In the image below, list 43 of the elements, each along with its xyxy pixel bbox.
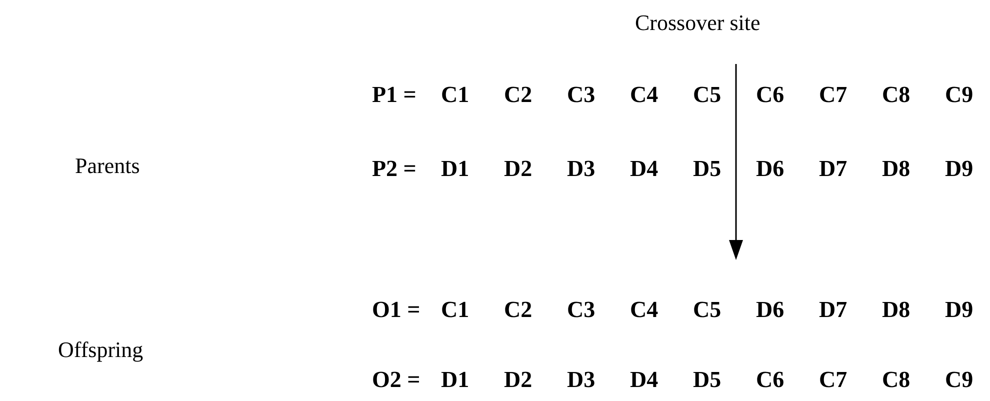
gene-label: C2: [504, 298, 532, 321]
gene-label: D2: [504, 157, 532, 180]
gene-label: D2: [504, 368, 532, 391]
gene-label: D9: [945, 298, 974, 321]
gene-label: D4: [630, 157, 658, 180]
gene-label: C8: [882, 368, 910, 391]
gene-label: D7: [819, 157, 848, 180]
gene-label: D5: [693, 157, 722, 180]
gene-label: D7: [819, 298, 848, 321]
gene-label: C6: [756, 83, 784, 106]
gene-label: C4: [630, 298, 658, 321]
annotation-label: Crossover site: [635, 12, 760, 34]
gene-label: D6: [756, 298, 784, 321]
group-label: Parents: [75, 155, 140, 177]
gene-label: C5: [693, 83, 722, 106]
gene-label: C9: [945, 83, 974, 106]
gene-label: C1: [441, 298, 470, 321]
gene-label: C5: [693, 298, 722, 321]
chromosome-label: P1 =: [372, 83, 416, 106]
gene-label: C7: [819, 83, 848, 106]
gene-label: D4: [630, 368, 658, 391]
chromosome-label: P2 =: [372, 157, 416, 180]
gene-label: C8: [882, 83, 910, 106]
gene-label: D8: [882, 157, 910, 180]
gene-label: D9: [945, 157, 974, 180]
group-label: Offspring: [58, 339, 144, 361]
gene-label: C9: [945, 368, 974, 391]
gene-label: D8: [882, 298, 910, 321]
gene-label: C2: [504, 83, 532, 106]
gene-label: D3: [567, 368, 596, 391]
gene-label: C4: [630, 83, 658, 106]
gene-label: D5: [693, 368, 722, 391]
gene-label: D1: [441, 157, 470, 180]
chromosome-label: O1 =: [372, 298, 420, 321]
gene-label: D6: [756, 157, 784, 180]
gene-label: C7: [819, 368, 848, 391]
chromosome-label: O2 =: [372, 368, 420, 391]
gene-label: D1: [441, 368, 470, 391]
gene-label: C6: [756, 368, 784, 391]
gene-label: C3: [567, 83, 596, 106]
gene-label: D3: [567, 157, 596, 180]
gene-label: C3: [567, 298, 596, 321]
gene-label: C1: [441, 83, 470, 106]
